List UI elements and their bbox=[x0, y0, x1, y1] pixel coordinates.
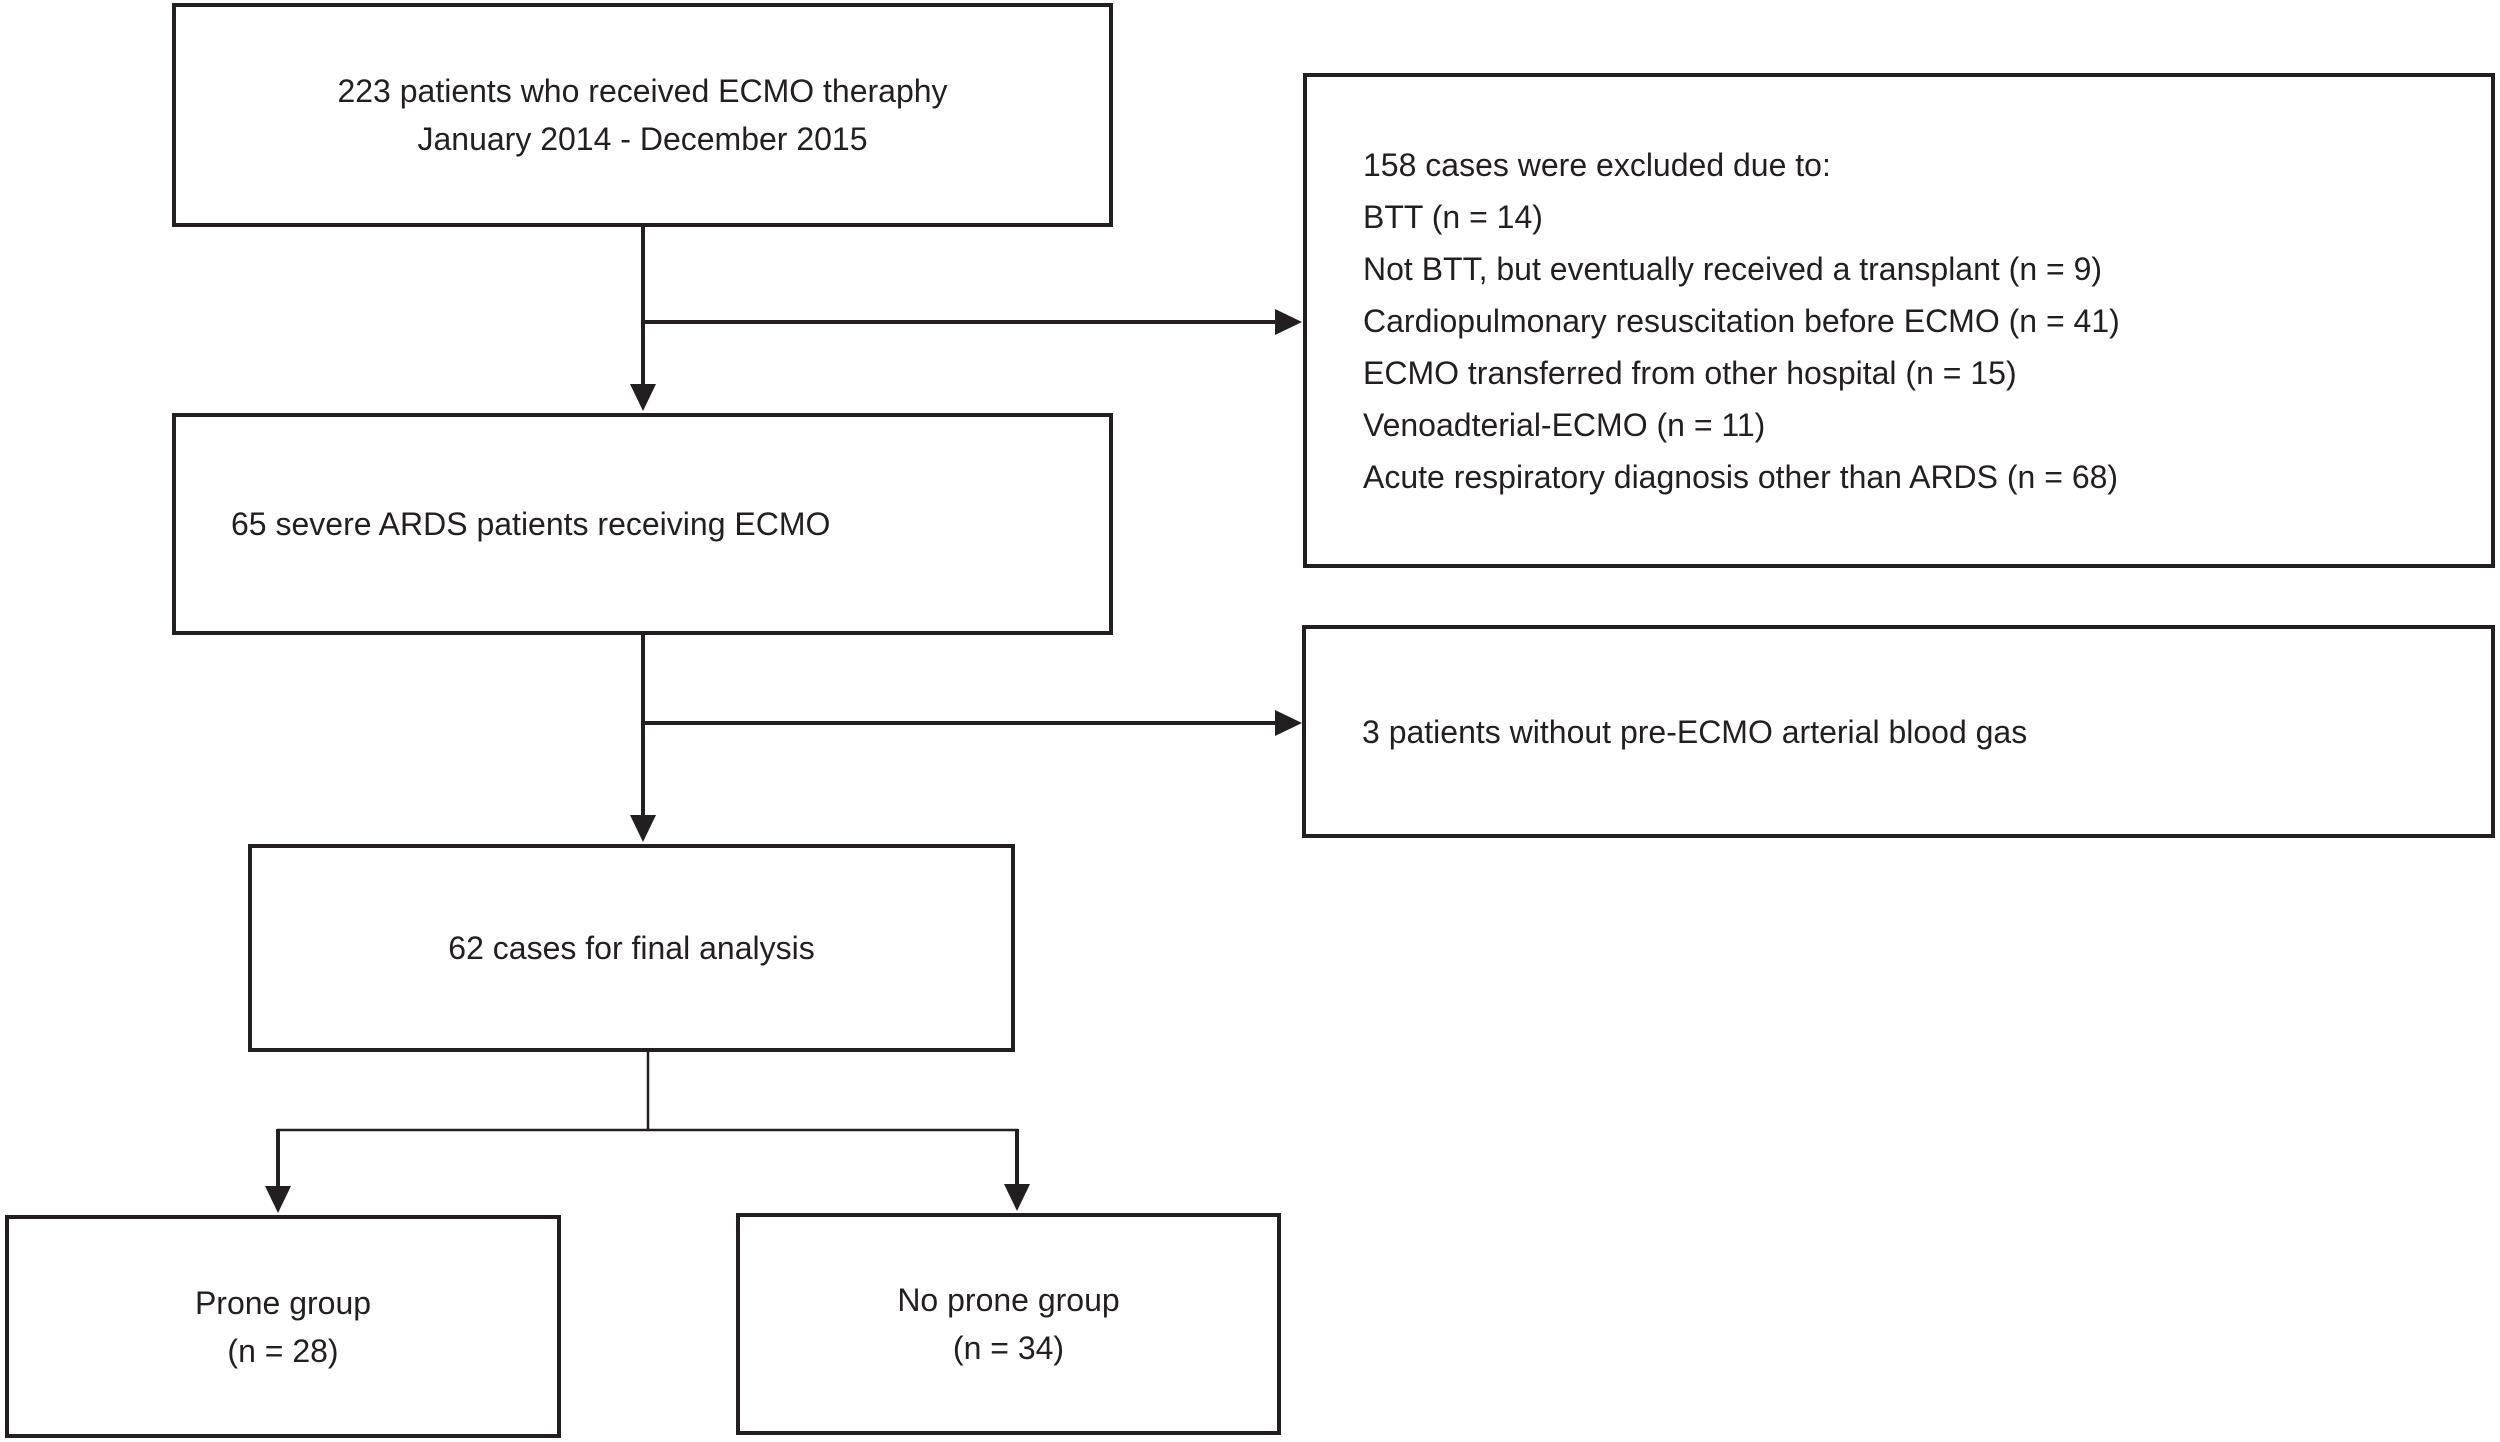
box-excluded-stage2: 3 patients without pre-ECMO arterial blo… bbox=[1302, 625, 2495, 838]
no-prone-group-line-2: (n = 34) bbox=[952, 1330, 1065, 1366]
enrolled-line-1: 223 patients who received ECMO theraphy bbox=[337, 73, 948, 109]
excluded1-header: 158 cases were excluded due to: bbox=[1363, 146, 1831, 183]
no-prone-group-line-1: No prone group bbox=[897, 1282, 1120, 1318]
box-no-prone-group: No prone group (n = 34) bbox=[736, 1213, 1281, 1435]
arrowhead-noprone bbox=[1004, 1184, 1030, 1211]
arrowhead-excluded1 bbox=[1275, 309, 1302, 335]
excluded1-reason-transferred: ECMO transferred from other hospital (n … bbox=[1363, 354, 2017, 391]
box-prone-group: Prone group (n = 28) bbox=[5, 1215, 561, 1438]
enrolled-line-2: January 2014 - December 2015 bbox=[417, 121, 868, 157]
arrowhead-prone bbox=[265, 1186, 291, 1213]
excluded1-reason-va-ecmo: Venoadterial-ECMO (n = 11) bbox=[1363, 406, 1766, 443]
excluded1-reason-btt: BTT (n = 14) bbox=[1363, 198, 1543, 235]
box-enrolled-patients: 223 patients who received ECMO theraphy … bbox=[172, 3, 1113, 227]
final-analysis-label: 62 cases for final analysis bbox=[448, 930, 815, 966]
arrowhead-severe-to-final bbox=[630, 815, 656, 842]
prone-group-line-2: (n = 28) bbox=[227, 1332, 339, 1369]
excluded1-reason-cpr: Cardiopulmonary resuscitation before ECM… bbox=[1363, 302, 2120, 339]
box-excluded-stage1: 158 cases were excluded due to: BTT (n =… bbox=[1303, 73, 2495, 568]
box-severe-ards: 65 severe ARDS patients receiving ECMO bbox=[172, 413, 1113, 635]
prone-group-line-1: Prone group bbox=[194, 1284, 372, 1321]
arrowhead-enrolled-to-severe bbox=[630, 384, 656, 411]
excluded1-reason-other-diagnosis: Acute respiratory diagnosis other than A… bbox=[1363, 458, 2119, 495]
excluded2-label: 3 patients without pre-ECMO arterial blo… bbox=[1362, 713, 2028, 750]
box-final-analysis: 62 cases for final analysis bbox=[248, 844, 1015, 1052]
arrowhead-excluded2 bbox=[1275, 710, 1302, 736]
excluded1-reason-not-btt: Not BTT, but eventually received a trans… bbox=[1363, 250, 2103, 287]
severe-ards-label: 65 severe ARDS patients receiving ECMO bbox=[231, 506, 831, 542]
